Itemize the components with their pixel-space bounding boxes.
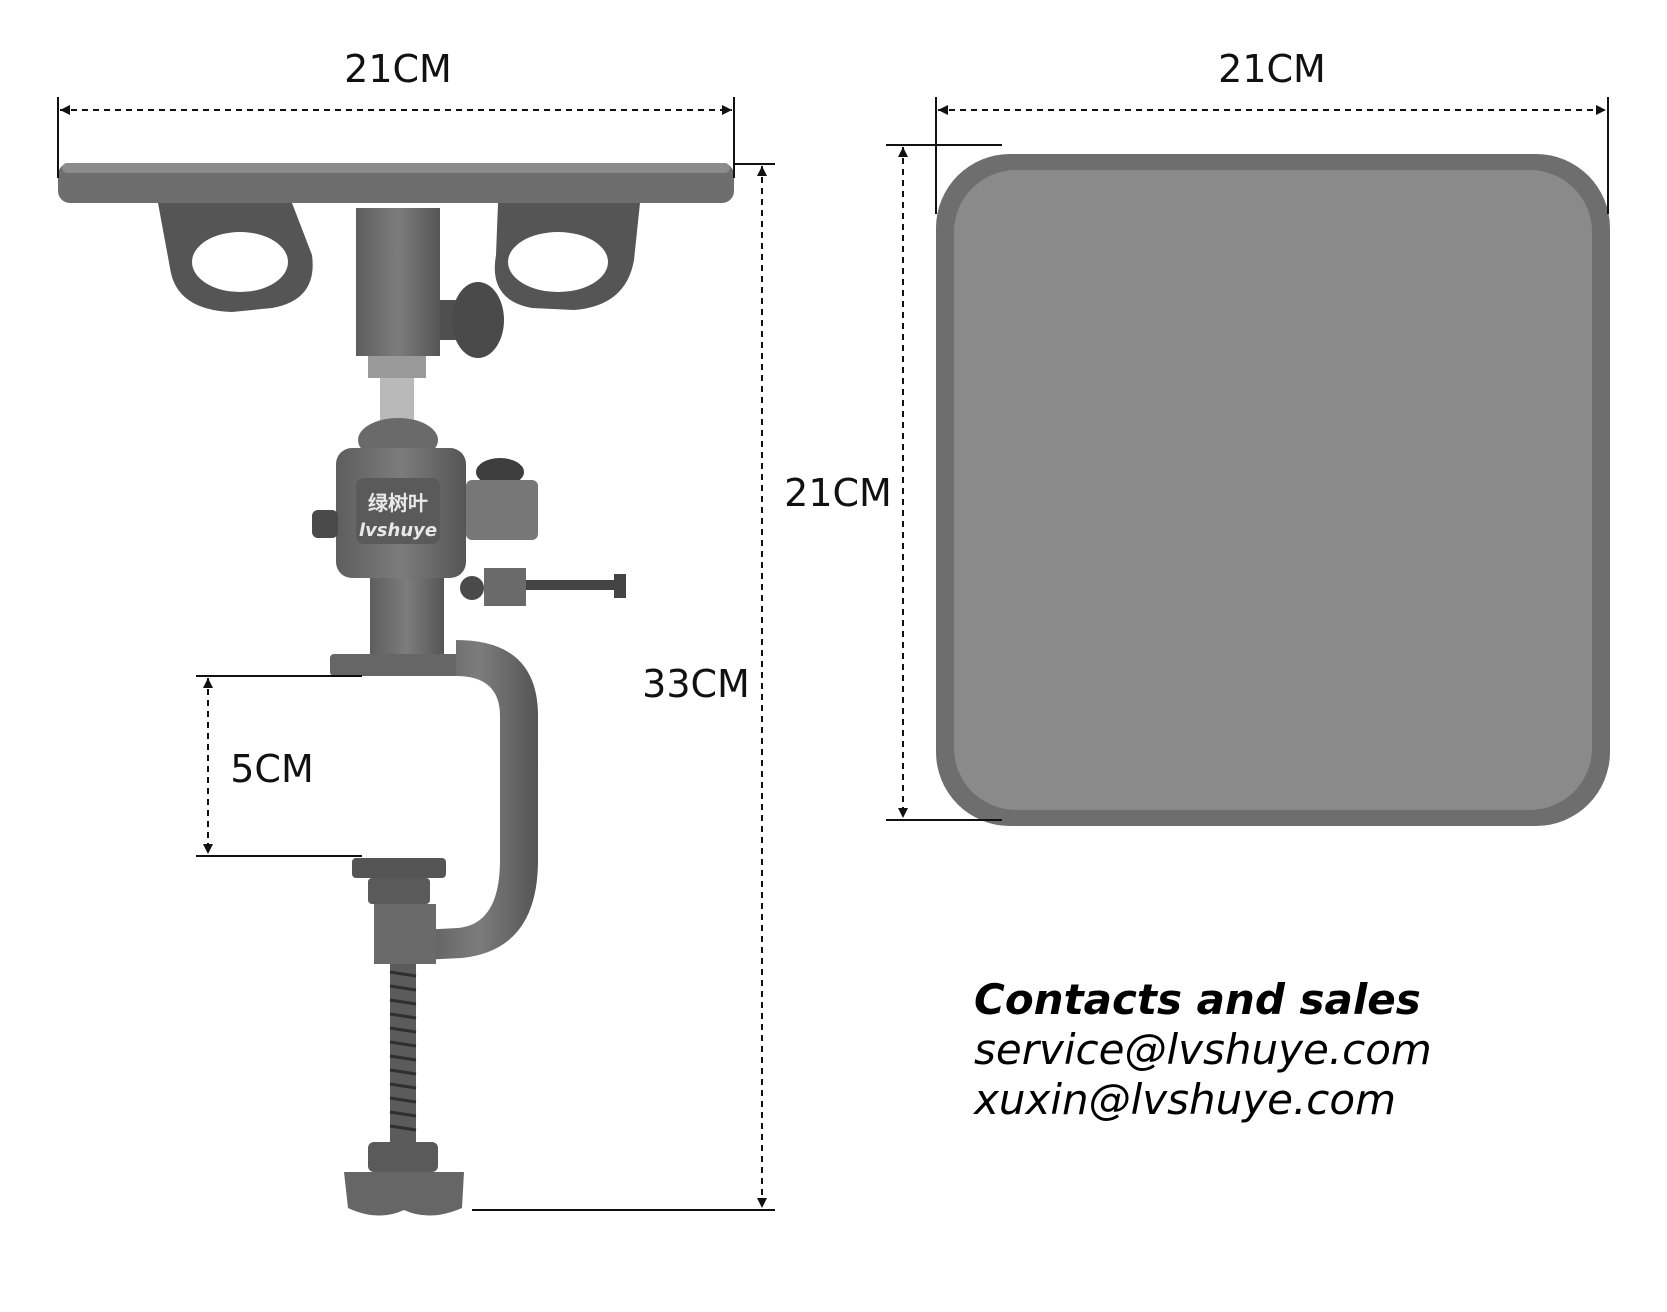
stand-column <box>370 578 444 654</box>
right-width-label: 21CM <box>1218 47 1326 91</box>
svg-text:绿树叶: 绿树叶 <box>368 491 428 515</box>
clamp-opening-dimension: 5CM <box>196 675 362 857</box>
clamp-screw <box>389 964 417 1142</box>
total-height-dimension: 33CM <box>472 163 775 1211</box>
tray-mount-post <box>356 208 440 356</box>
clamp-knob <box>344 1142 464 1216</box>
contact-email-service: service@lvshuye.com <box>974 1025 1432 1074</box>
clamp-opening-label: 5CM <box>230 747 314 791</box>
right-height-label: 21CM <box>784 471 892 515</box>
c-clamp <box>330 640 538 964</box>
brand-logo: 绿树叶 lvshuye <box>356 478 440 544</box>
contact-heading: Contacts and sales <box>974 975 1421 1024</box>
tray-lock-knob <box>440 282 504 358</box>
tray-bracket-left <box>158 203 313 312</box>
tray-bracket-right <box>494 203 640 310</box>
top-view-tray <box>936 154 1610 826</box>
svg-text:lvshuye: lvshuye <box>359 520 437 541</box>
left-width-dimension: 21CM <box>57 47 735 178</box>
right-width-dimension: 21CM <box>935 47 1609 214</box>
swivel-lock-block <box>460 458 626 606</box>
total-height-label: 33CM <box>642 662 750 706</box>
contact-block: Contacts and sales service@lvshuye.com x… <box>974 975 1432 1125</box>
contact-email-xuxin: xuxin@lvshuye.com <box>974 1075 1397 1124</box>
left-width-label: 21CM <box>344 47 452 91</box>
side-view-product: 绿树叶 lvshuye <box>58 163 734 1216</box>
right-height-dimension: 21CM <box>784 144 1002 821</box>
